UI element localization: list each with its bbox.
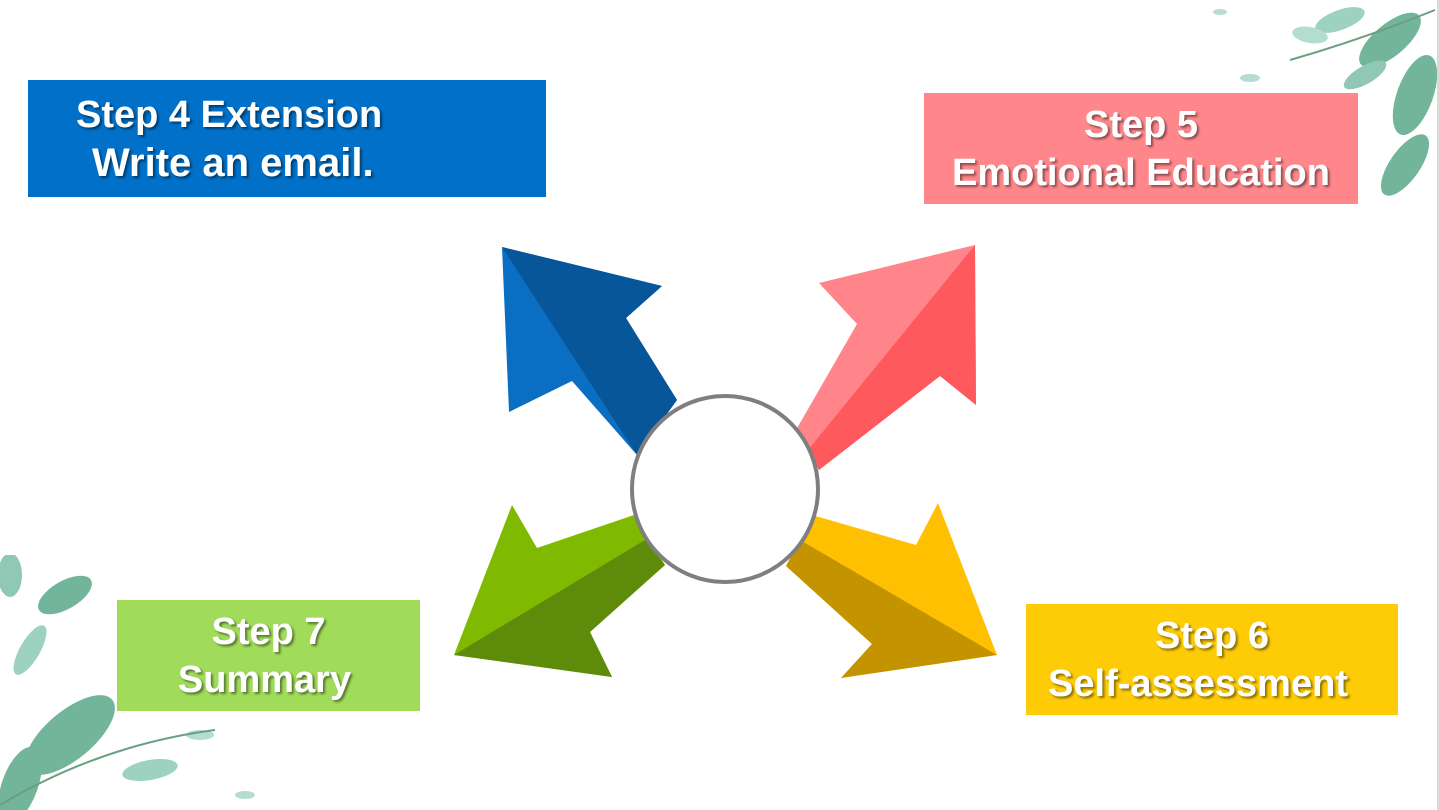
- step7-subtitle: Summary: [177, 658, 352, 701]
- step7-box: Step 7 Summary: [117, 600, 420, 711]
- hub-circle-icon: [630, 394, 820, 584]
- step6-subtitle: Self-assessment: [1048, 662, 1348, 705]
- slide-edge-divider: [1437, 0, 1440, 810]
- step4-title: Step 4 Extension: [76, 93, 383, 136]
- step7-title: Step 7: [211, 610, 326, 653]
- arrow-up-left-icon: [502, 247, 677, 455]
- arrow-down-right-icon: [786, 503, 997, 678]
- arrow-down-left-icon: [454, 505, 665, 677]
- step4-subtitle: Write an email.: [92, 140, 374, 185]
- step6-box: Step 6 Self-assessment: [1026, 604, 1398, 715]
- step5-box: Step 5 Emotional Education: [924, 93, 1358, 204]
- arrow-up-right-icon: [796, 245, 976, 470]
- step5-subtitle: Emotional Education: [952, 151, 1330, 194]
- step5-title: Step 5: [1083, 103, 1199, 146]
- step6-title: Step 6: [1154, 614, 1270, 657]
- step4-box: Step 4 Extension Write an email.: [28, 80, 546, 197]
